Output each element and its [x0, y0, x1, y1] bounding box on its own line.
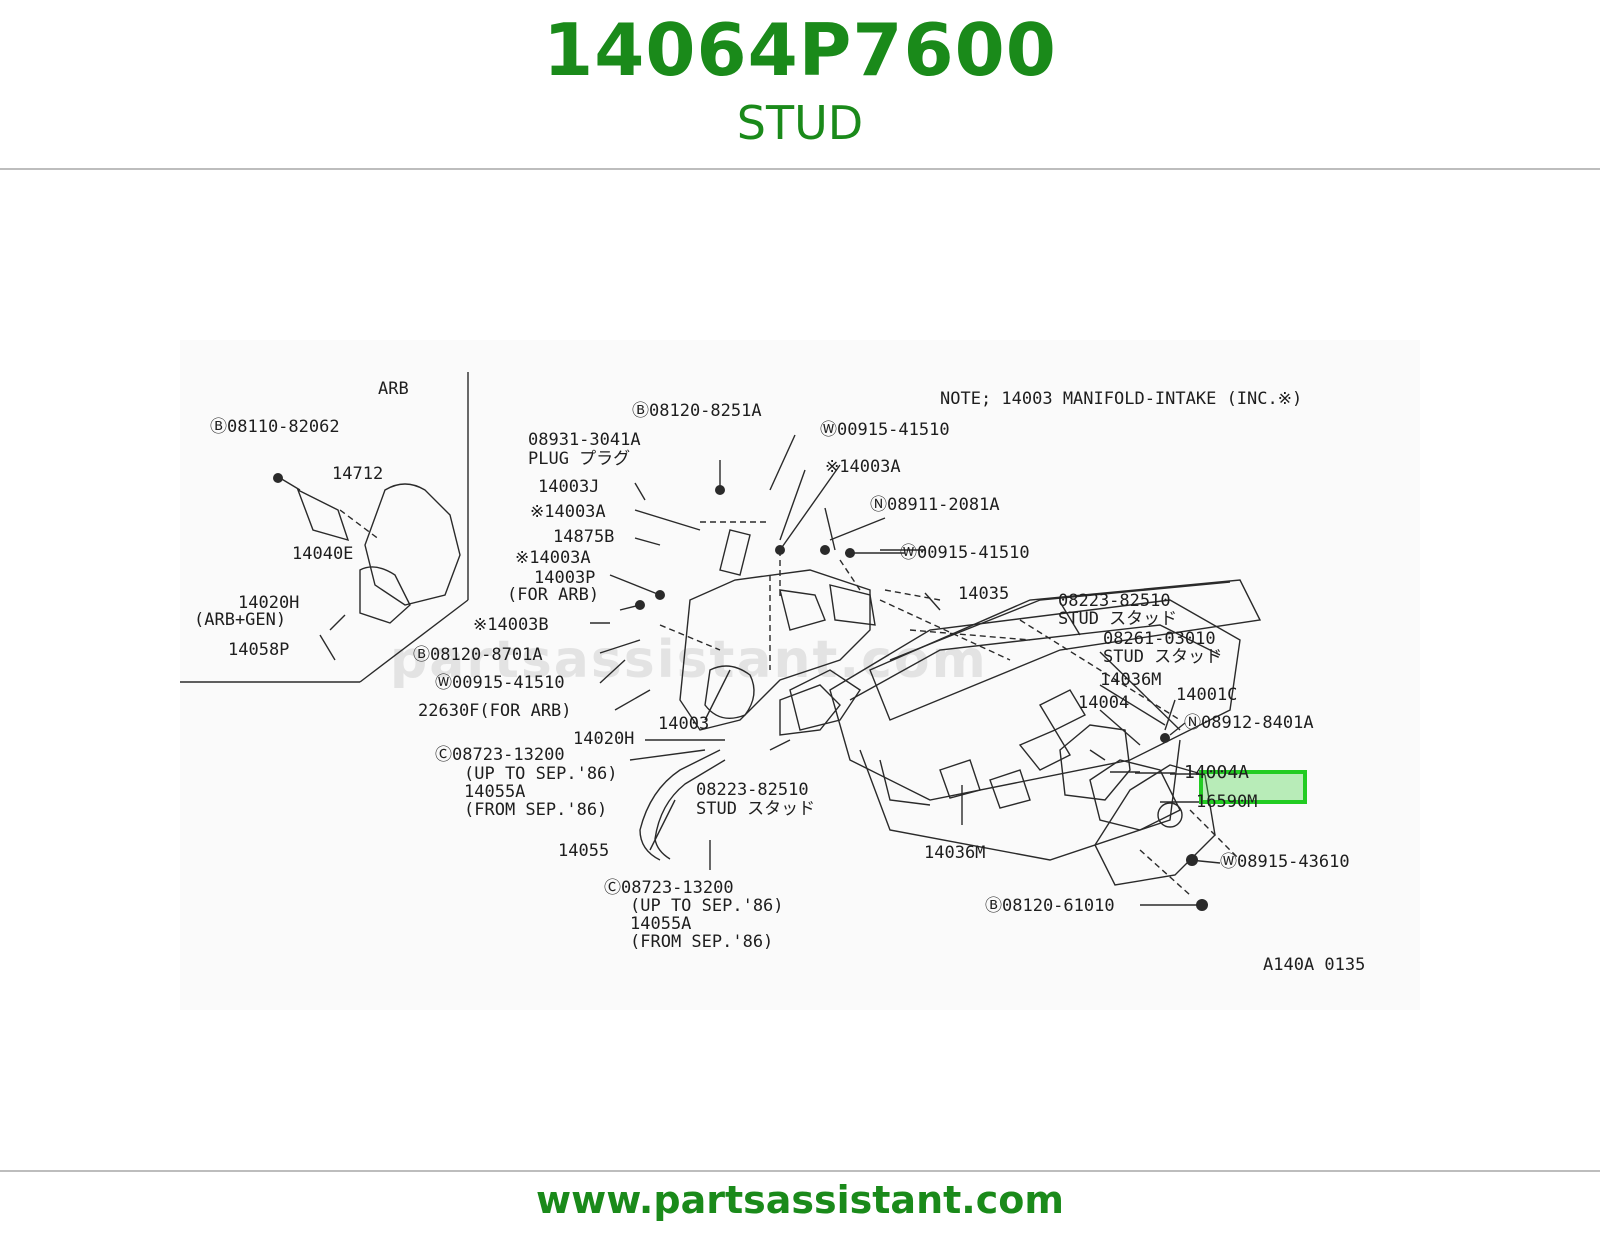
label-14036m-low[interactable]: 14036M	[924, 843, 986, 863]
label-14055a-b[interactable]: 14055A	[630, 914, 692, 934]
label-14003p[interactable]: 14003P	[534, 568, 596, 588]
label-00915-41510-top[interactable]: Ⓦ00915-41510	[820, 420, 950, 440]
label-14055[interactable]: 14055	[558, 841, 610, 861]
label-08723-13200-b[interactable]: Ⓒ08723-13200	[604, 878, 734, 898]
label-08931-3041a[interactable]: 08931-3041A	[528, 430, 641, 450]
label-14035[interactable]: 14035	[958, 584, 1010, 604]
label-14040e[interactable]: 14040E	[292, 544, 354, 564]
label-00915-41510-low[interactable]: Ⓦ00915-41510	[435, 673, 565, 693]
label-14058p[interactable]: 14058P	[228, 640, 290, 660]
label-up-to-sep86-a: (UP TO SEP.'86)	[464, 764, 618, 784]
label-08912-8401a[interactable]: Ⓝ08912-8401A	[1184, 713, 1314, 733]
label-14020h[interactable]: 14020H	[573, 729, 635, 749]
label-08120-8701a[interactable]: Ⓑ08120-8701A	[413, 645, 543, 665]
label-stud-c: STUD スタッド	[696, 799, 816, 819]
label-from-sep86-b: (FROM SEP.'86)	[630, 932, 774, 952]
label-for-arb: (FOR ARB)	[507, 585, 600, 605]
label-08120-8251a[interactable]: Ⓑ08120-8251A	[632, 401, 762, 421]
parts-diagram: partsassistant.com	[180, 340, 1420, 1010]
label-08110-82062[interactable]: Ⓑ08110-82062	[210, 417, 340, 437]
label-from-sep86-a: (FROM SEP.'86)	[464, 800, 608, 820]
label-14003b[interactable]: ※14003B	[473, 615, 549, 635]
label-08911-2081a[interactable]: Ⓝ08911-2081A	[870, 495, 1000, 515]
label-14712[interactable]: 14712	[332, 464, 384, 484]
label-08223-82510-b[interactable]: 08223-82510	[696, 780, 809, 800]
label-14036m-top[interactable]: 14036M	[1100, 670, 1162, 690]
label-16590m[interactable]: 16590M	[1196, 792, 1258, 812]
label-14055a-a[interactable]: 14055A	[464, 782, 526, 802]
label-14003a-2[interactable]: ※14003A	[530, 502, 606, 522]
footer-website-link[interactable]: www.partsassistant.com	[536, 1178, 1064, 1222]
label-14020h-arb[interactable]: 14020H	[238, 593, 300, 613]
label-14875b[interactable]: 14875B	[553, 527, 615, 547]
label-14003[interactable]: 14003	[658, 714, 710, 734]
label-up-to-sep86-b: (UP TO SEP.'86)	[630, 896, 784, 916]
label-plug: PLUG プラグ	[528, 449, 631, 469]
label-stud-a: STUD スタッド	[1058, 609, 1178, 629]
part-name-subtitle: STUD	[736, 96, 864, 150]
label-00915-41510-mid[interactable]: Ⓦ00915-41510	[900, 543, 1030, 563]
header-divider	[0, 168, 1600, 170]
label-14003j[interactable]: 14003J	[538, 477, 600, 497]
drawing-code: A140A 0135	[1263, 955, 1366, 975]
label-14001c[interactable]: 14001C	[1176, 685, 1238, 705]
highlighted-part-box[interactable]	[1199, 770, 1307, 804]
label-arb: ARB	[378, 379, 409, 399]
label-08120-61010[interactable]: Ⓑ08120-61010	[985, 896, 1115, 916]
label-22630f[interactable]: 22630F(FOR ARB)	[418, 701, 572, 721]
page-header: 14064P7600 STUD	[0, 0, 1600, 170]
label-08915-43610[interactable]: Ⓦ08915-43610	[1220, 852, 1350, 872]
label-14003a-3[interactable]: ※14003A	[515, 548, 591, 568]
label-14003a-top[interactable]: ※14003A	[825, 457, 901, 477]
label-stud-b: STUD スタッド	[1103, 647, 1223, 667]
label-14004[interactable]: 14004	[1078, 693, 1130, 713]
label-08723-13200-a[interactable]: Ⓒ08723-13200	[435, 745, 565, 765]
footer-divider	[0, 1170, 1600, 1172]
label-arb-gen: (ARB+GEN)	[194, 610, 287, 630]
note-text: NOTE; 14003 MANIFOLD-INTAKE (INC.※)	[940, 389, 1303, 409]
diagram-drawing	[180, 372, 1262, 911]
label-14004a-highlighted[interactable]: 14004A	[1184, 762, 1250, 783]
label-08261-03010[interactable]: 08261-03010	[1103, 629, 1216, 649]
label-08223-82510-a[interactable]: 08223-82510	[1058, 591, 1171, 611]
part-number-title: 14064P7600	[543, 8, 1057, 92]
